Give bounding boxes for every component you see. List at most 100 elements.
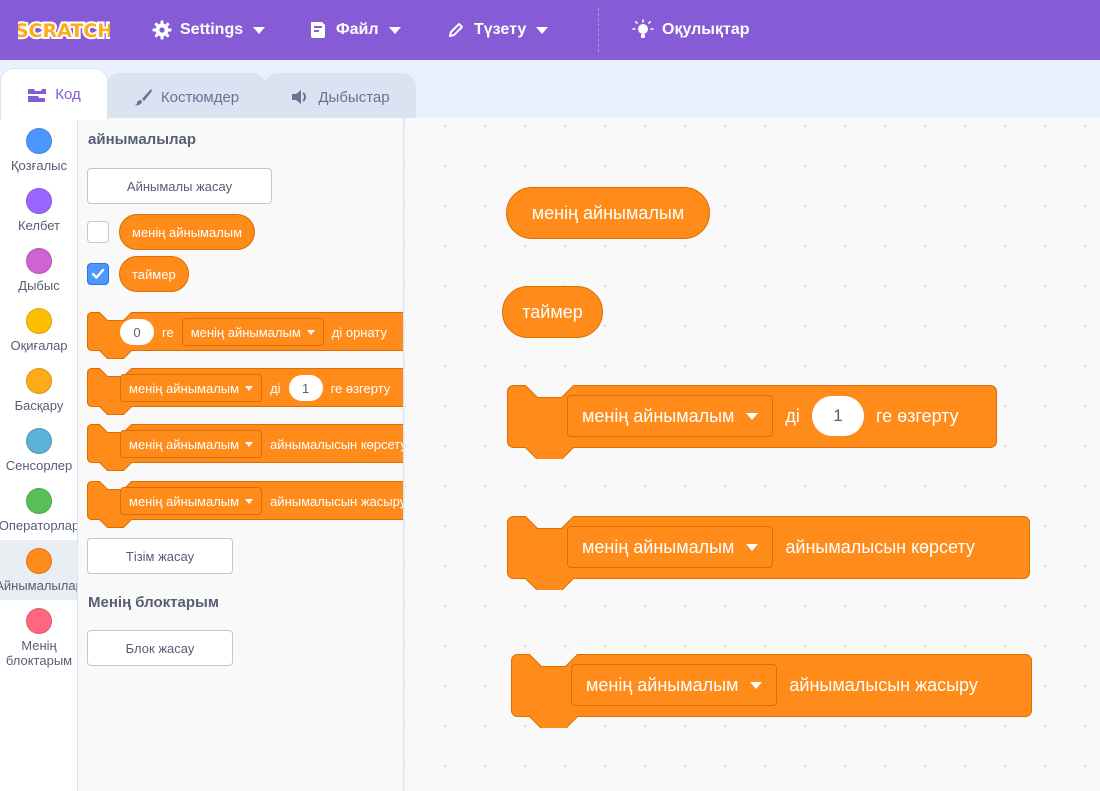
file-menu[interactable]: Файл: [308, 0, 401, 60]
variable-dropdown[interactable]: менің айнымалым: [120, 374, 263, 402]
dropdown-label: менің айнымалым: [129, 380, 240, 396]
pencil-icon: [449, 23, 463, 37]
tab-sounds-label: Дыбыстар: [318, 88, 390, 106]
scratch-logo[interactable]: SCRATCH: [13, 12, 115, 46]
change-value-input[interactable]: 1: [811, 396, 864, 436]
tab-code[interactable]: Код: [0, 68, 108, 120]
category-label: Оқиғалар: [10, 338, 68, 353]
tutorials-label: Оқулықтар: [662, 21, 750, 38]
category-label: Келбет: [17, 218, 60, 233]
dropdown-label: менің айнымалым: [582, 405, 735, 426]
tutorials-menu[interactable]: Оқулықтар: [632, 0, 749, 60]
category-variables[interactable]: Айнымалылар: [0, 540, 77, 600]
settings-menu[interactable]: Settings: [152, 0, 266, 60]
category-label: Операторлар: [0, 518, 78, 533]
file-icon: [311, 22, 325, 38]
make-block-button[interactable]: Блок жасау: [87, 630, 233, 666]
edit-menu[interactable]: Түзету: [446, 0, 549, 60]
variables-heading: айнымалылар: [88, 131, 197, 148]
category-label: Дыбыс: [18, 278, 60, 293]
category-motion[interactable]: Қозғалыс: [0, 120, 77, 180]
dropdown-arrow-icon: [306, 329, 315, 335]
set-variable-block[interactable]: 0 ге менің айнымалым ді орнату: [87, 312, 403, 360]
brush-icon: [133, 89, 152, 106]
variable-dropdown[interactable]: менің айнымалым: [120, 430, 263, 458]
dropdown-arrow-icon: [746, 543, 759, 551]
dropdown-label: менің айнымалым: [129, 436, 240, 452]
dropdown-arrow-icon: [746, 412, 759, 420]
variable-monitor-checkbox[interactable]: [87, 221, 109, 243]
category-label: Менің: [21, 638, 57, 653]
hide-variable-block[interactable]: менің айнымалым айнымалысын жасыру: [87, 481, 404, 529]
variable-dropdown[interactable]: менің айнымалым: [120, 487, 263, 515]
variable-dropdown[interactable]: менің айнымалым: [567, 395, 774, 437]
block-palette: айнымалылар Айнымалы жасау менің айнымал…: [78, 118, 404, 791]
chevron-down-icon: [253, 26, 266, 34]
category-sound[interactable]: Дыбыс: [0, 240, 77, 300]
dropdown-arrow-icon: [750, 681, 763, 689]
category-menu: Қозғалыс Келбет Дыбыс Оқиғалар Басқару С…: [0, 118, 78, 791]
category-label: Басқару: [14, 398, 64, 413]
category-label: Сенсорлер: [5, 458, 73, 473]
file-label: Файл: [336, 21, 379, 38]
category-events[interactable]: Оқиғалар: [0, 300, 77, 360]
category-dot-icon: [26, 128, 52, 154]
dropdown-label: менің айнымалым: [586, 674, 739, 695]
category-looks[interactable]: Келбет: [0, 180, 77, 240]
block-text: ді орнату: [331, 324, 388, 340]
checkmark-icon: [91, 268, 105, 279]
timer-monitor-checkbox[interactable]: [87, 263, 109, 285]
tab-costumes[interactable]: Костюмдер: [106, 73, 266, 120]
block-text: ге өзгерту: [330, 380, 391, 396]
gear-icon: [152, 20, 172, 40]
show-variable-block[interactable]: менің айнымалым айнымалысын көрсету: [87, 424, 403, 472]
variable-dropdown[interactable]: менің айнымалым: [181, 318, 324, 346]
my-blocks-heading: Менің блоктарым: [88, 594, 219, 611]
lightbulb-icon: [632, 19, 654, 38]
speaker-icon: [292, 90, 307, 104]
change-variable-block[interactable]: менің айнымалым ді 1 ге өзгерту: [87, 368, 403, 416]
dropdown-arrow-icon: [245, 385, 254, 391]
workspace-show-variable-block[interactable]: менің айнымалым айнымалысын көрсету: [507, 516, 1030, 590]
variable-dropdown[interactable]: менің айнымалым: [567, 526, 774, 568]
dropdown-label: менің айнымалым: [129, 493, 240, 509]
dropdown-label: менің айнымалым: [190, 324, 301, 340]
set-value-input[interactable]: 0: [120, 319, 154, 345]
workspace-reporter-my-variable[interactable]: менің айнымалым: [506, 187, 710, 239]
tab-costumes-label: Костюмдер: [160, 88, 240, 106]
chevron-down-icon: [388, 26, 401, 34]
category-operators[interactable]: Операторлар: [0, 480, 78, 540]
workspace-reporter-timer[interactable]: таймер: [502, 286, 603, 338]
category-label: Қозғалыс: [10, 158, 68, 173]
category-sensing[interactable]: Сенсорлер: [0, 420, 77, 480]
workspace-change-variable-block[interactable]: менің айнымалым ді 1 ге өзгерту: [507, 385, 997, 459]
dropdown-arrow-icon: [245, 441, 254, 447]
category-label: блоктарым: [5, 653, 73, 668]
make-variable-button[interactable]: Айнымалы жасау: [87, 168, 272, 204]
code-blocks-icon: [28, 88, 47, 102]
variable-reporter-timer[interactable]: таймер: [119, 256, 189, 292]
change-value-input[interactable]: 1: [288, 375, 323, 401]
category-dot-icon: [26, 488, 52, 514]
script-workspace[interactable]: менің айнымалым таймер менің айнымалым д…: [405, 118, 1100, 791]
svg-text:SCRATCH: SCRATCH: [18, 20, 110, 42]
variable-dropdown[interactable]: менің айнымалым: [571, 664, 778, 706]
category-dot-icon: [26, 248, 52, 274]
block-text: ді: [270, 380, 281, 396]
block-text: ді: [785, 405, 800, 426]
category-dot-icon: [26, 548, 52, 574]
category-control[interactable]: Басқару: [0, 360, 77, 420]
category-my-blocks[interactable]: Менің блоктарым: [0, 600, 77, 672]
block-text: айнымалысын жасыру: [270, 493, 404, 509]
workspace-hide-variable-block[interactable]: менің айнымалым айнымалысын жасыру: [511, 654, 1032, 728]
editor-tabs: Код Костюмдер Дыбыстар: [0, 60, 1100, 120]
make-list-button[interactable]: Тізім жасау: [87, 538, 233, 574]
dropdown-arrow-icon: [245, 498, 254, 504]
block-text: айнымалысын көрсету: [785, 536, 975, 557]
category-dot-icon: [26, 188, 52, 214]
block-text: айнымалысын жасыру: [789, 674, 978, 695]
chevron-down-icon: [536, 26, 549, 34]
block-text: ге өзгерту: [875, 405, 959, 426]
variable-reporter-my-variable[interactable]: менің айнымалым: [119, 214, 256, 250]
tab-sounds[interactable]: Дыбыстар: [264, 73, 416, 120]
